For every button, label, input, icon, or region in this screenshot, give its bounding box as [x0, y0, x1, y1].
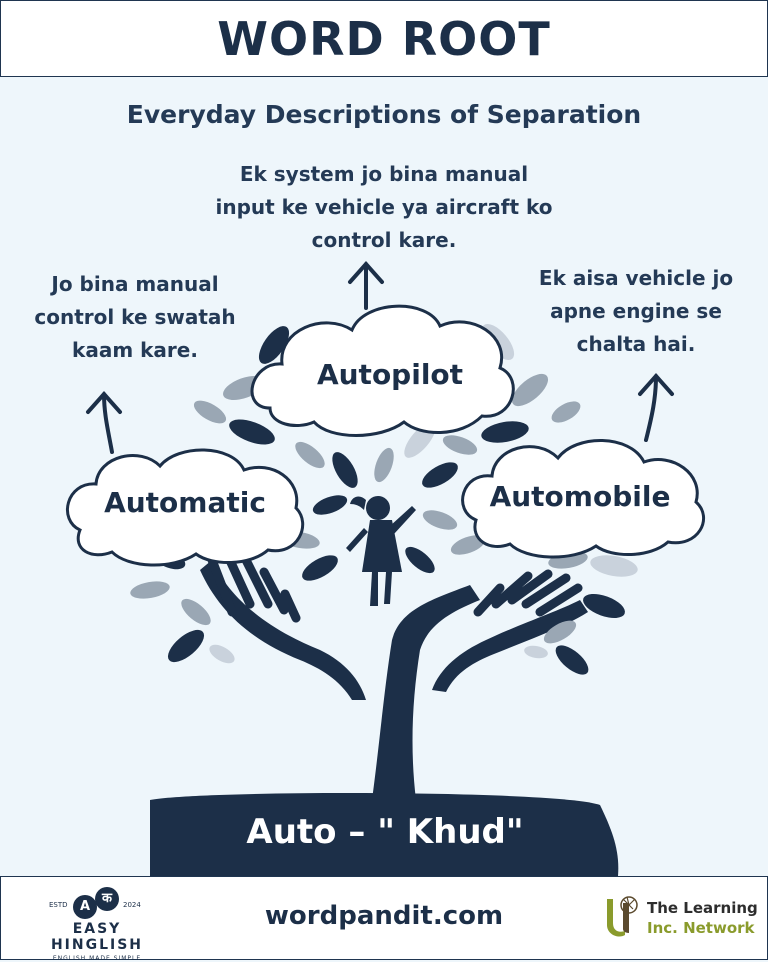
header-bar: WORD ROOT: [0, 0, 768, 77]
arrow-up-icon: [348, 260, 384, 310]
cloud-automatic: [65, 448, 305, 567]
a-badge-icon: A: [73, 895, 97, 919]
autopilot-description: Ek system jo bina manual input ke vehicl…: [215, 162, 553, 252]
estd-label: ESTD: [49, 901, 68, 909]
footer-bar: ESTD क A 2024 EASY HINGLISH ENGLISH MADE…: [0, 876, 768, 962]
arrow-up-icon: [638, 372, 674, 442]
learning-inc-logo: The Learning Inc. Network: [601, 895, 761, 945]
left-hand-icon: [200, 551, 366, 700]
arrow-up-icon: [86, 390, 122, 454]
right-hand-icon: [432, 569, 588, 692]
brand-name: EASY HINGLISH: [50, 921, 144, 953]
cloud-autopilot: [250, 304, 515, 437]
autopilot-label: Autopilot: [316, 358, 464, 391]
subtitle: Everyday Descriptions of Separation: [126, 100, 642, 129]
page-title: WORD ROOT: [217, 11, 551, 66]
tree-trunk: [372, 585, 480, 800]
automobile-label: Automobile: [489, 480, 671, 513]
tree-logo-icon: [607, 896, 638, 937]
child-silhouette-icon: [346, 496, 416, 606]
easy-hinglish-logo: ESTD क A 2024 EASY HINGLISH ENGLISH MADE…: [27, 885, 167, 962]
cloud-automobile: [461, 439, 706, 559]
root-label: Auto – " Khud": [246, 812, 524, 852]
brand-tagline: ENGLISH MADE SIMPLE: [52, 955, 142, 962]
website-link[interactable]: wordpandit.com: [264, 901, 504, 931]
network-name-line2: Inc. Network: [647, 919, 755, 937]
automatic-description: Jo bina manual control ke swatah kaam ka…: [34, 272, 236, 362]
estd-year: 2024: [123, 901, 141, 909]
automatic-label: Automatic: [104, 486, 266, 519]
network-name-line1: The Learning: [647, 899, 758, 917]
ground-mound: [150, 793, 619, 876]
logo-badges: ESTD क A 2024: [27, 885, 167, 919]
automobile-description: Ek aisa vehicle jo apne engine se chalta…: [538, 266, 734, 356]
k-badge-icon: क: [95, 887, 119, 911]
